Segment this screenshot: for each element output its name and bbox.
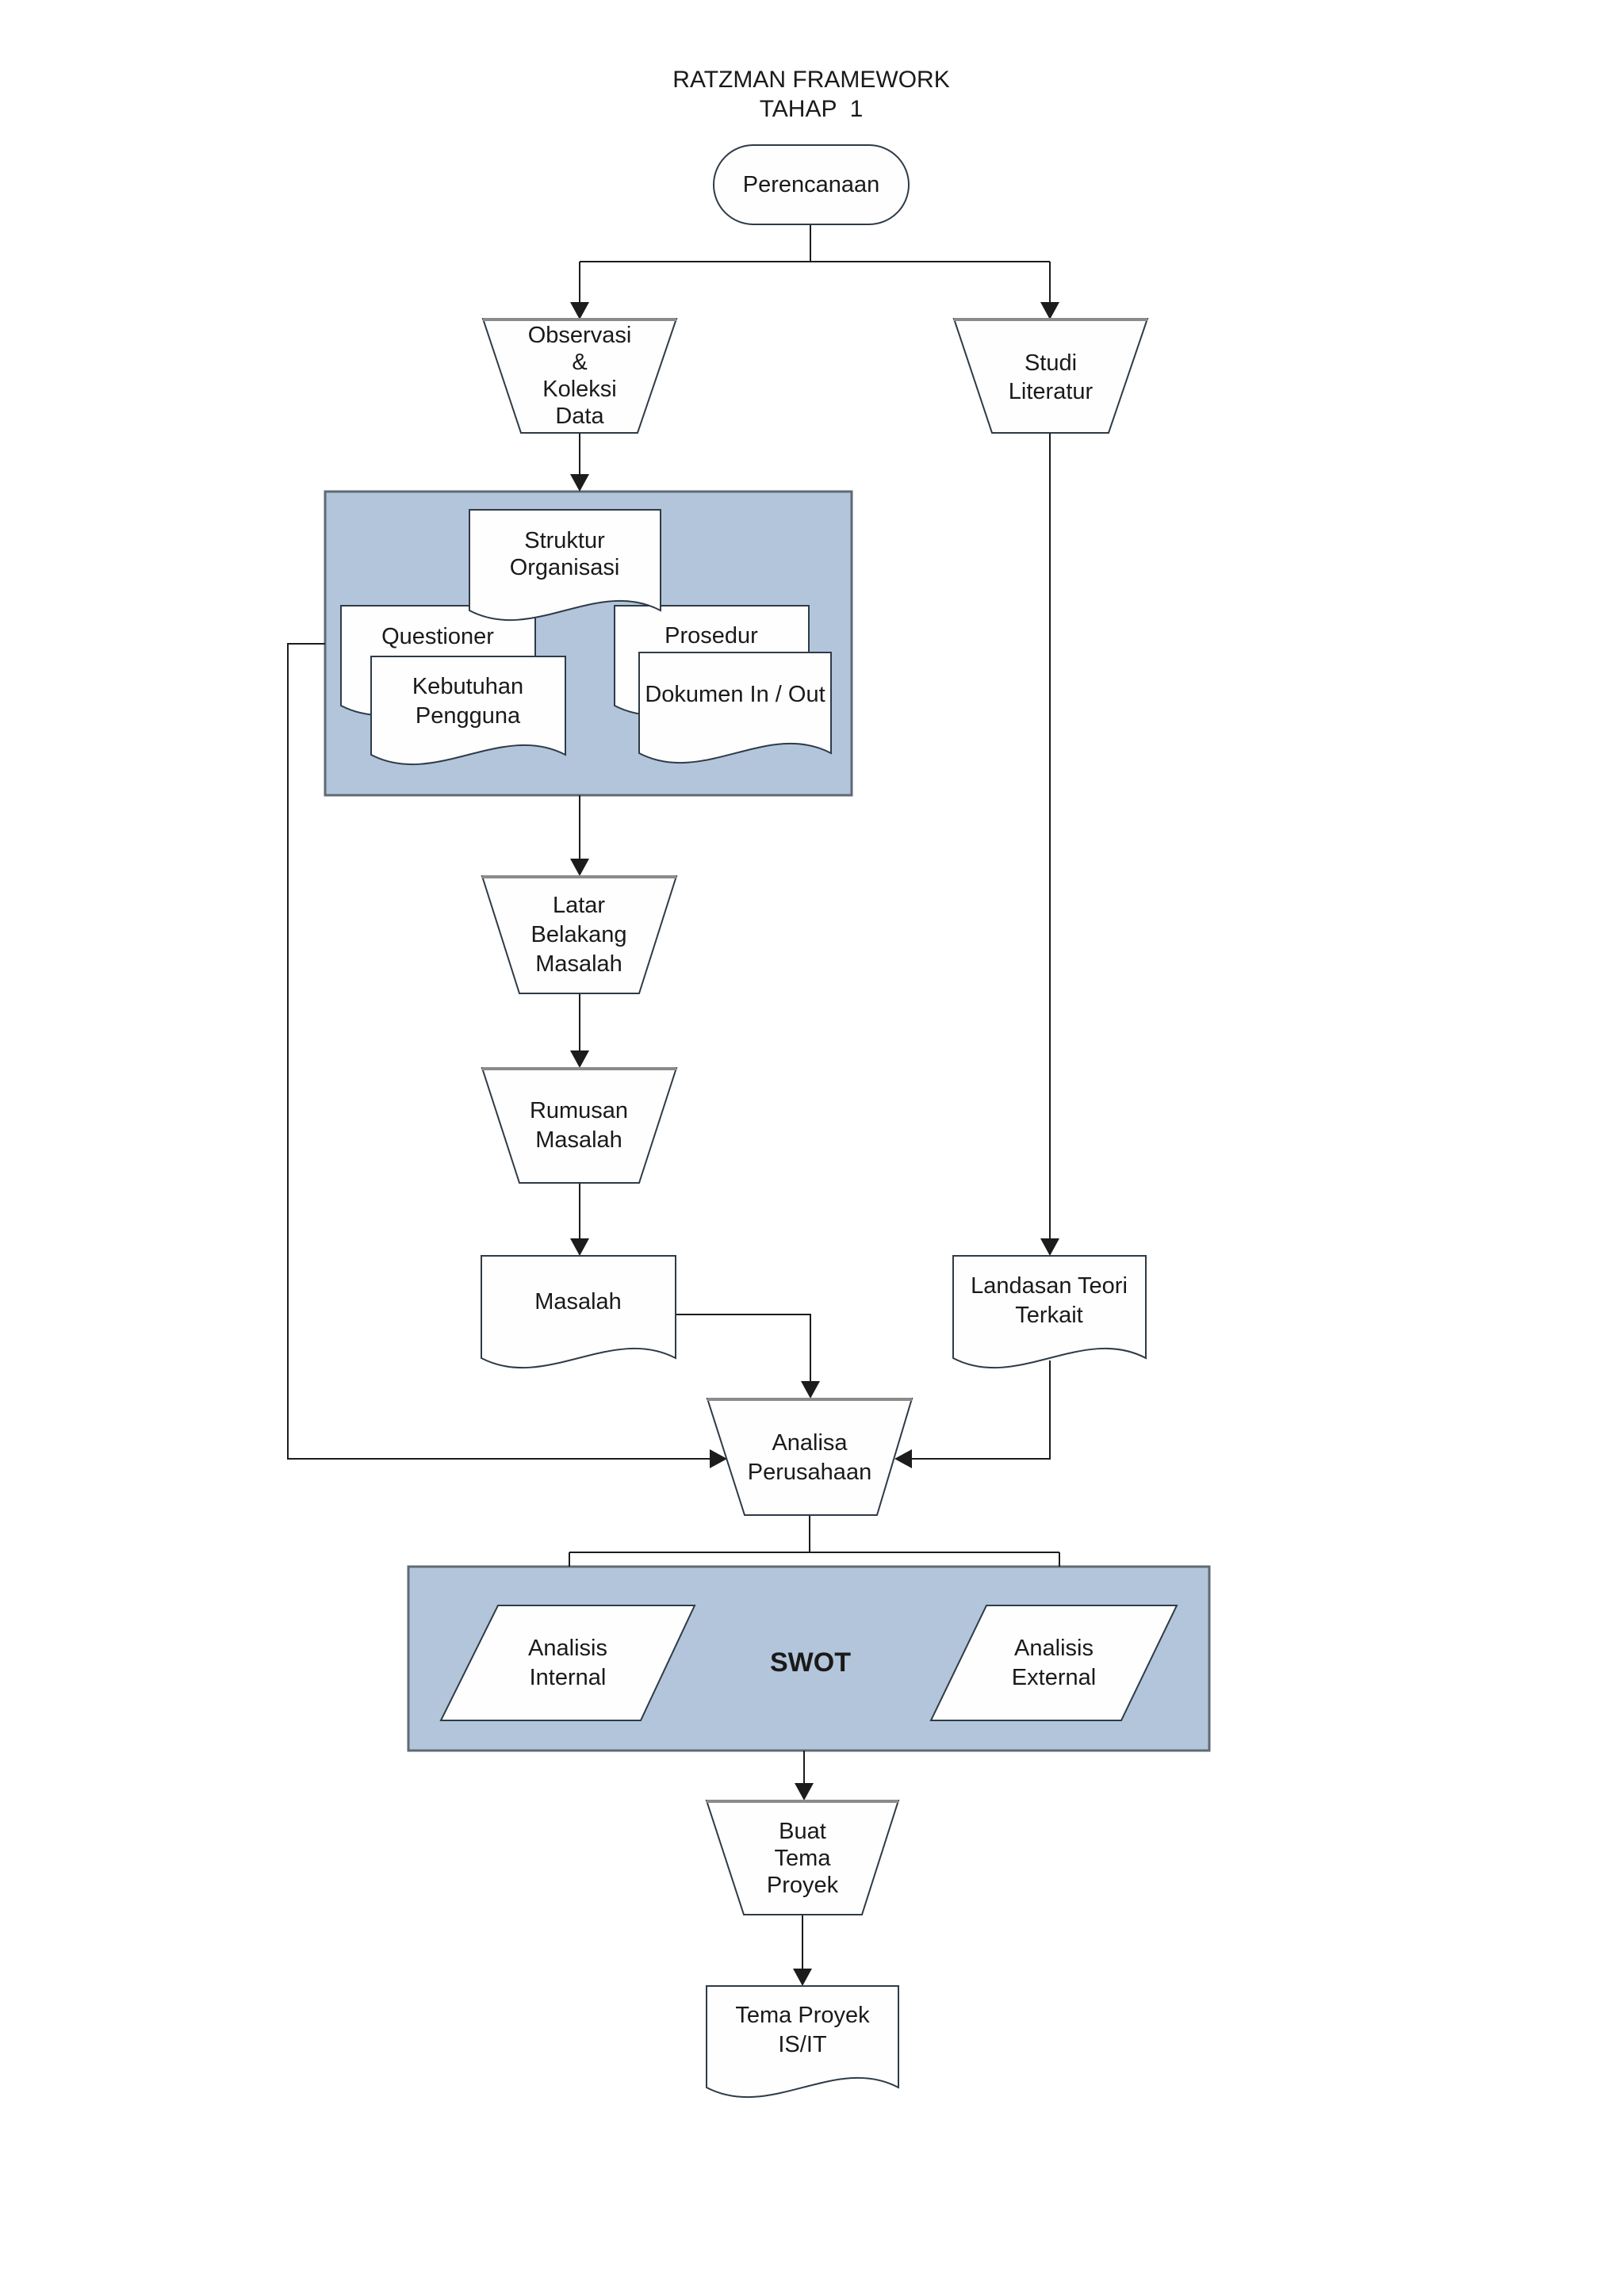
label-latar-line3: Masalah [535,951,622,977]
label-observasi-line2: & [572,350,588,375]
connector-landasan-to-analisa [894,1360,1051,1468]
label-studi-line1: Studi [1024,350,1078,376]
label-masalah: Masalah [534,1289,622,1314]
label-kebutuhan-line2: Pengguna [415,703,521,729]
label-observasi-line3: Koleksi [542,377,617,402]
parallelogram-analisis-internal [439,1605,696,1721]
diagram-title-line1: RATZMAN FRAMEWORK [672,67,950,93]
label-prosedur: Prosedur [665,623,758,649]
label-rumusan-line1: Rumusan [529,1098,629,1123]
label-perencanaan: Perencanaan [742,172,880,197]
label-observasi-line4: Data [555,404,604,429]
document-struktur-organisasi [469,509,661,622]
diagram-title-line2: TAHAP 1 [759,96,864,122]
label-buat-line1: Buat [779,1819,826,1844]
label-buat-line3: Proyek [766,1873,839,1898]
connector-swot-to-buat [795,1751,814,1800]
connector-perencanaan-split [570,224,1059,320]
document-masalah [481,1255,676,1369]
label-internal-line1: Analisis [528,1636,607,1661]
trapezoid-studi-literatur [952,318,1149,434]
label-buat-line2: Tema [774,1846,831,1871]
terminator-perencanaan [713,144,910,225]
label-external-line1: Analisis [1014,1636,1094,1661]
label-rumusan-line2: Masalah [535,1127,622,1153]
parallelogram-analisis-external [929,1605,1178,1721]
trapezoid-analisa-perusahaan [706,1398,914,1516]
label-landasan-line1: Landasan Teori [971,1273,1128,1299]
label-latar-line1: Latar [552,893,606,918]
label-questioner: Questioner [381,624,494,649]
label-analisa-line2: Perusahaan [747,1460,872,1485]
connector-analisa-to-swot [569,1515,1060,1567]
document-landasan-teori [952,1255,1147,1369]
label-tema-line1: Tema Proyek [735,2003,870,2028]
connector-observasi-to-container [570,433,589,492]
connector-container-feedback-to-analisa [287,643,727,1468]
trapezoid-latar-belakang [481,875,678,994]
label-external-line2: External [1011,1665,1097,1690]
connector-studi-to-landasan [1040,433,1059,1256]
connector-container-to-latar [570,795,589,876]
label-kebutuhan-line1: Kebutuhan [412,674,524,699]
document-dokumen-in-out [638,652,832,764]
label-landasan-line2: Terkait [1015,1303,1083,1328]
connector-latar-to-rumusan [570,993,589,1068]
arrowhead-to-studi [1040,302,1059,320]
label-latar-line2: Belakang [530,922,627,947]
document-tema-proyek [706,1985,899,2099]
label-observasi-line1: Observasi [527,323,632,348]
label-swot: SWOT [770,1647,851,1678]
connector-buat-to-tema [793,1915,812,1986]
label-struktur-line2: Organisasi [509,555,620,580]
label-struktur-line1: Struktur [524,528,605,553]
label-tema-line2: IS/IT [778,2032,827,2057]
label-dokumen-in-out: Dokumen In / Out [645,682,825,707]
trapezoid-buat-tema-proyek [705,1800,900,1915]
label-studi-line2: Literatur [1008,379,1094,404]
label-analisa-line1: Analisa [772,1430,848,1456]
document-kebutuhan-pengguna [370,656,566,766]
connector-masalah-to-analisa [676,1314,820,1399]
trapezoid-rumusan-masalah [481,1067,678,1184]
label-internal-line2: Internal [529,1665,607,1690]
connector-rumusan-to-masalah [570,1183,589,1256]
arrowhead-to-observasi [570,302,589,320]
trapezoid-observasi [481,318,678,434]
